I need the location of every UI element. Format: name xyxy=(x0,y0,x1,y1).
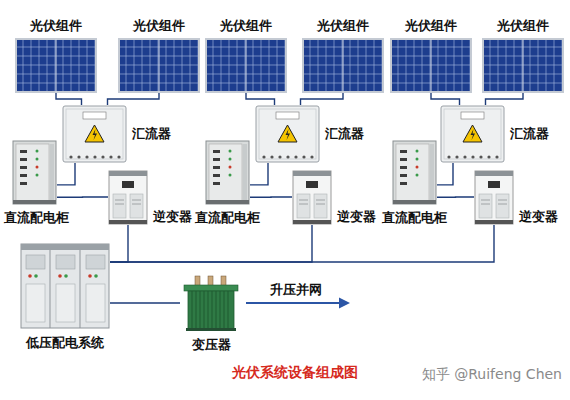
wire-connector xyxy=(110,225,128,262)
dc-cabinet: 直流配电柜 xyxy=(12,140,57,205)
component-label: 直流配电柜 xyxy=(195,210,260,226)
solar-panel-picture xyxy=(206,39,286,92)
solar-panel-picture xyxy=(483,39,563,92)
label-holder: 知乎 @Ruifeng Chen xyxy=(422,366,562,383)
label-holder: 直流配电柜 xyxy=(4,210,69,226)
wire-connector xyxy=(250,163,268,185)
inverter: 逆变器 xyxy=(108,170,148,225)
component-label: 汇流器 xyxy=(325,126,364,142)
combiner-box: 汇流器 xyxy=(62,105,127,163)
wire-connector xyxy=(486,93,524,105)
label-holder: 直流配电柜 xyxy=(195,210,260,226)
wire-connector xyxy=(431,93,460,105)
solar-panel: 光伏组件 xyxy=(15,38,97,93)
grid-arrow-line xyxy=(246,302,342,304)
wire-connector xyxy=(301,93,344,105)
dc-cabinet: 直流配电柜 xyxy=(205,140,250,205)
inverter: 逆变器 xyxy=(474,170,514,225)
figure-caption: 光伏系统设备组成图 xyxy=(232,364,358,381)
arrow-label: 升压并网 xyxy=(270,282,322,298)
label-holder: 光伏组件 xyxy=(405,18,457,34)
wire-connector xyxy=(437,163,453,185)
label-holder: 光伏组件 xyxy=(30,18,82,34)
wire-connector xyxy=(108,93,160,105)
component-label: 直流配电柜 xyxy=(382,210,447,226)
component-label: 光伏组件 xyxy=(220,18,272,34)
label-holder: 逆变器 xyxy=(153,209,192,225)
component-label: 光伏组件 xyxy=(405,18,457,34)
solar-panel: 光伏组件 xyxy=(482,38,564,93)
combiner-picture xyxy=(441,106,504,162)
combiner-picture xyxy=(256,106,319,162)
solar-panel: 光伏组件 xyxy=(302,38,384,93)
solar-panel: 光伏组件 xyxy=(390,38,472,93)
solar-panel-picture xyxy=(391,39,471,92)
combiner-box: 汇流器 xyxy=(255,105,320,163)
wire-connector xyxy=(57,196,108,198)
dc-cabinet-picture xyxy=(13,141,56,204)
label-holder: 光伏组件 xyxy=(317,18,369,34)
label-holder: 光伏组件 xyxy=(220,18,272,34)
dc-cabinet: 直流配电柜 xyxy=(392,140,437,205)
inverter-picture xyxy=(293,171,331,224)
solar-panel: 光伏组件 xyxy=(205,38,287,93)
combiner-picture xyxy=(63,106,126,162)
component-label: 光伏组件 xyxy=(317,18,369,34)
component-label: 逆变器 xyxy=(337,209,376,225)
wire-connector xyxy=(110,225,312,262)
transformer: 变压器 xyxy=(180,275,242,332)
component-label: 低压配电系统 xyxy=(26,335,104,351)
component-label: 直流配电柜 xyxy=(4,210,69,226)
wire-connector xyxy=(246,93,275,105)
label-holder: 直流配电柜 xyxy=(382,210,447,226)
label-holder: 逆变器 xyxy=(337,209,376,225)
component-label: 汇流器 xyxy=(510,126,549,142)
caption-holder: 光伏系统设备组成图 xyxy=(232,364,358,381)
wire-connector xyxy=(437,196,474,198)
lv-switchgear: 低压配电系统 xyxy=(20,240,110,330)
wire-connector xyxy=(110,302,180,303)
label-holder: 汇流器 xyxy=(132,126,171,142)
switchgear-picture xyxy=(21,244,109,328)
solar-panel-picture xyxy=(119,39,199,92)
label-holder: 逆变器 xyxy=(519,209,558,225)
dc-cabinet-picture xyxy=(393,141,436,204)
label-holder: 升压并网 xyxy=(270,282,322,298)
grid-arrow-head xyxy=(339,298,350,309)
transformer-picture xyxy=(184,276,238,331)
label-holder: 光伏组件 xyxy=(133,18,185,34)
component-label: 汇流器 xyxy=(132,126,171,142)
wire-connector xyxy=(57,163,75,185)
component-label: 光伏组件 xyxy=(133,18,185,34)
combiner-box: 汇流器 xyxy=(440,105,505,163)
component-label: 光伏组件 xyxy=(497,18,549,34)
component-label: 逆变器 xyxy=(153,209,192,225)
label-holder: 光伏组件 xyxy=(497,18,549,34)
inverter-picture xyxy=(109,171,147,224)
wire-connector xyxy=(250,196,292,198)
dc-cabinet-picture xyxy=(206,141,249,204)
label-holder: 低压配电系统 xyxy=(26,335,104,351)
component-label: 光伏组件 xyxy=(30,18,82,34)
component-label: 逆变器 xyxy=(519,209,558,225)
label-holder: 变压器 xyxy=(192,337,231,353)
solar-panel-picture xyxy=(303,39,383,92)
wire-connector xyxy=(56,93,82,105)
inverter-picture xyxy=(475,171,513,224)
component-label: 变压器 xyxy=(192,337,231,353)
label-holder: 汇流器 xyxy=(510,126,549,142)
wire-connector xyxy=(110,225,494,262)
solar-panel: 光伏组件 xyxy=(118,38,200,93)
label-holder: 汇流器 xyxy=(325,126,364,142)
watermark: 知乎 @Ruifeng Chen xyxy=(422,366,562,383)
solar-panel-picture xyxy=(16,39,96,92)
inverter: 逆变器 xyxy=(292,170,332,225)
